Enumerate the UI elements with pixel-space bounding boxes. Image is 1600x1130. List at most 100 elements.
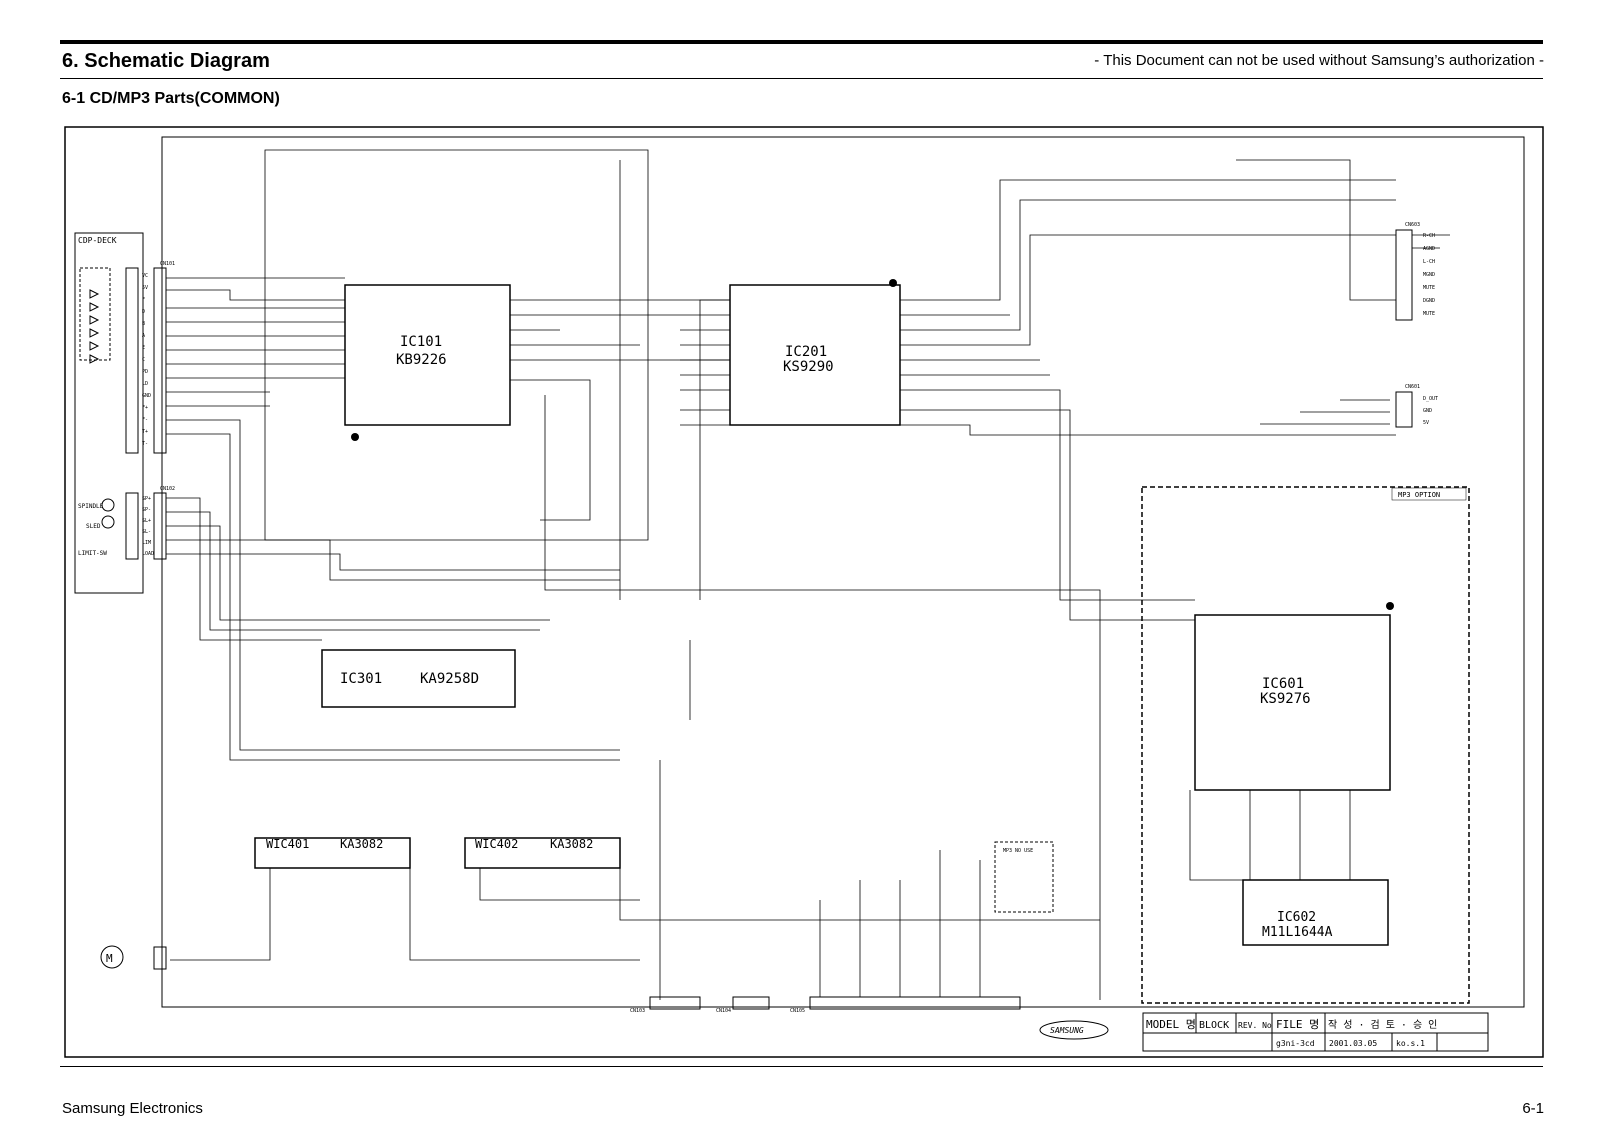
- cn102-pin-label: LIM: [142, 540, 151, 546]
- cn101-pin-label: PD: [142, 369, 148, 375]
- wic401-part: KA3082: [340, 837, 383, 851]
- ic602-chip: IC602 M11L1644A: [1242, 879, 1389, 946]
- connector-cn601: CN601: [1395, 384, 1420, 428]
- sled-label: SLED: [86, 523, 101, 530]
- header-rule-mid: [60, 78, 1543, 79]
- cdp-deck-label: CDP-DECK: [78, 236, 117, 245]
- tb-author: ko.s.1: [1396, 1039, 1425, 1048]
- power-bus-frame: [161, 136, 1525, 1008]
- wic401-ref: WIC401: [266, 837, 309, 851]
- cn102-pin-label: SL+: [142, 518, 151, 524]
- connector-cn104: CN104: [716, 996, 770, 1014]
- mp3-no-use-label: MP3 NO USE: [1003, 848, 1033, 854]
- cn102-pin-label: LOAD: [142, 551, 154, 557]
- cn101-pin-label: F+: [142, 405, 148, 411]
- cn101-pin-label: E: [142, 345, 145, 351]
- limit-sw-label: LIMIT-SW: [78, 550, 107, 557]
- connector-cn105: CN105: [790, 996, 1021, 1014]
- wic402-part: KA3082: [550, 837, 593, 851]
- samsung-logo: SAMSUNG: [1039, 1020, 1109, 1040]
- cn101-pin-label: GND: [142, 393, 151, 399]
- spindle-label: SPINDLE: [78, 503, 104, 510]
- ic201-chip: IC201 KS9290: [729, 279, 901, 426]
- cn603-pin-label: DGND: [1423, 298, 1435, 304]
- svg-text:CN601: CN601: [1405, 384, 1420, 390]
- load-motor: M: [100, 945, 167, 970]
- page-title: 6. Schematic Diagram: [62, 50, 270, 72]
- svg-text:CN105: CN105: [790, 1008, 805, 1014]
- spindle-motor: [101, 498, 115, 512]
- tb-approval: 작 성 · 검 토 · 승 인: [1328, 1019, 1437, 1031]
- connector-cn603: CN603: [1395, 222, 1420, 321]
- cn603-pin-label: L-CH: [1423, 259, 1435, 265]
- ic101-ref: IC101: [400, 334, 442, 350]
- cn603-pin-label: MUTE: [1423, 285, 1435, 291]
- cn101-pin-label: VC: [142, 273, 148, 279]
- tb-file: FILE 명: [1276, 1018, 1319, 1031]
- ic602-part: M11L1644A: [1262, 925, 1333, 940]
- cn101-pin-label: B: [142, 321, 145, 327]
- cn601-pin-label: D_OUT: [1423, 396, 1438, 402]
- svg-text:CN103: CN103: [630, 1008, 645, 1014]
- tb-file-name: g3ni-3cd: [1276, 1039, 1315, 1048]
- tb-date: 2001.03.05: [1329, 1039, 1377, 1048]
- svg-text:CN603: CN603: [1405, 222, 1420, 228]
- tb-block: BLOCK: [1199, 1020, 1229, 1031]
- cn101-pin-label: C: [142, 357, 145, 363]
- svg-text:CN104: CN104: [716, 1008, 731, 1014]
- tb-model: MODEL 명: [1146, 1018, 1196, 1031]
- svg-text:M: M: [106, 952, 113, 965]
- wic401-chip: WIC401 KA3082: [254, 837, 411, 869]
- ic301-part: KA9258D: [420, 671, 479, 687]
- mp3-option-block: MP3 OPTION: [1141, 486, 1470, 1004]
- header-rule-top: [60, 40, 1543, 44]
- ic201-ref: IC201: [785, 344, 827, 360]
- ic101-chip: IC101 KB9226: [344, 284, 511, 441]
- title-block: MODEL 명 BLOCK REV. No FILE 명 작 성 · 검 토 ·…: [1142, 1012, 1489, 1052]
- cn101-pin-label: T+: [142, 429, 148, 435]
- cn101-pin-label: F: [142, 297, 145, 303]
- footer-company: Samsung Electronics: [62, 1100, 203, 1117]
- cn601-pin-label: 5V: [1423, 420, 1429, 426]
- cn603-pin-label: MGND: [1423, 272, 1435, 278]
- svg-text:CN102: CN102: [160, 486, 175, 492]
- cn603-pin-label: AGND: [1423, 246, 1435, 252]
- ic101-part: KB9226: [396, 352, 447, 368]
- ic301-chip: IC301 KA9258D: [321, 649, 516, 708]
- ic301-ref: IC301: [340, 671, 382, 687]
- cn101-pin-label: A: [142, 333, 145, 339]
- ic201-part: KS9290: [783, 359, 834, 375]
- connector-cn103: CN103: [630, 996, 701, 1014]
- wic402-ref: WIC402: [475, 837, 518, 851]
- cdp-deck-block: CDP-DECK SPINDLE SLED LIMIT-SW: [74, 232, 144, 594]
- section-subtitle: 6-1 CD/MP3 Parts(COMMON): [62, 90, 280, 107]
- footer-page-number: 6-1: [1522, 1100, 1544, 1117]
- cn601-pin-label: GND: [1423, 408, 1432, 414]
- wic402-chip: WIC402 KA3082: [464, 837, 621, 869]
- ic602-ref: IC602: [1277, 910, 1316, 925]
- ic601-ref: IC601: [1262, 676, 1304, 692]
- samsung-logo-text: SAMSUNG: [1050, 1026, 1084, 1035]
- connector-cn101: CN101: [125, 261, 175, 454]
- mp3-no-use-block: MP3 NO USE: [994, 841, 1054, 913]
- cn603-pin-label: MUTE: [1423, 311, 1435, 317]
- ic601-part: KS9276: [1260, 691, 1311, 707]
- schematic-frame: [64, 126, 1544, 1058]
- svg-text:CN101: CN101: [160, 261, 175, 267]
- cn101-pin-label: D: [142, 309, 145, 315]
- tb-rev: REV. No: [1238, 1021, 1272, 1030]
- cn101-pin-label: F-: [142, 417, 148, 423]
- cn101-pin-label: 5V: [142, 285, 148, 291]
- sled-motor: [101, 515, 115, 529]
- cn102-pin-label: SL-: [142, 529, 151, 535]
- cn603-pin-label: R-CH: [1423, 233, 1435, 239]
- cn102-pin-label: SP-: [142, 507, 151, 513]
- ic601-chip: IC601 KS9276: [1194, 602, 1394, 791]
- cn101-pin-label: T-: [142, 441, 148, 447]
- mp3-option-label: MP3 OPTION: [1398, 491, 1440, 499]
- cn101-pin-label: LD: [142, 381, 148, 387]
- footer-rule: [60, 1066, 1543, 1067]
- authorization-notice: - This Document can not be used without …: [1094, 52, 1544, 69]
- cn102-pin-label: SP+: [142, 496, 151, 502]
